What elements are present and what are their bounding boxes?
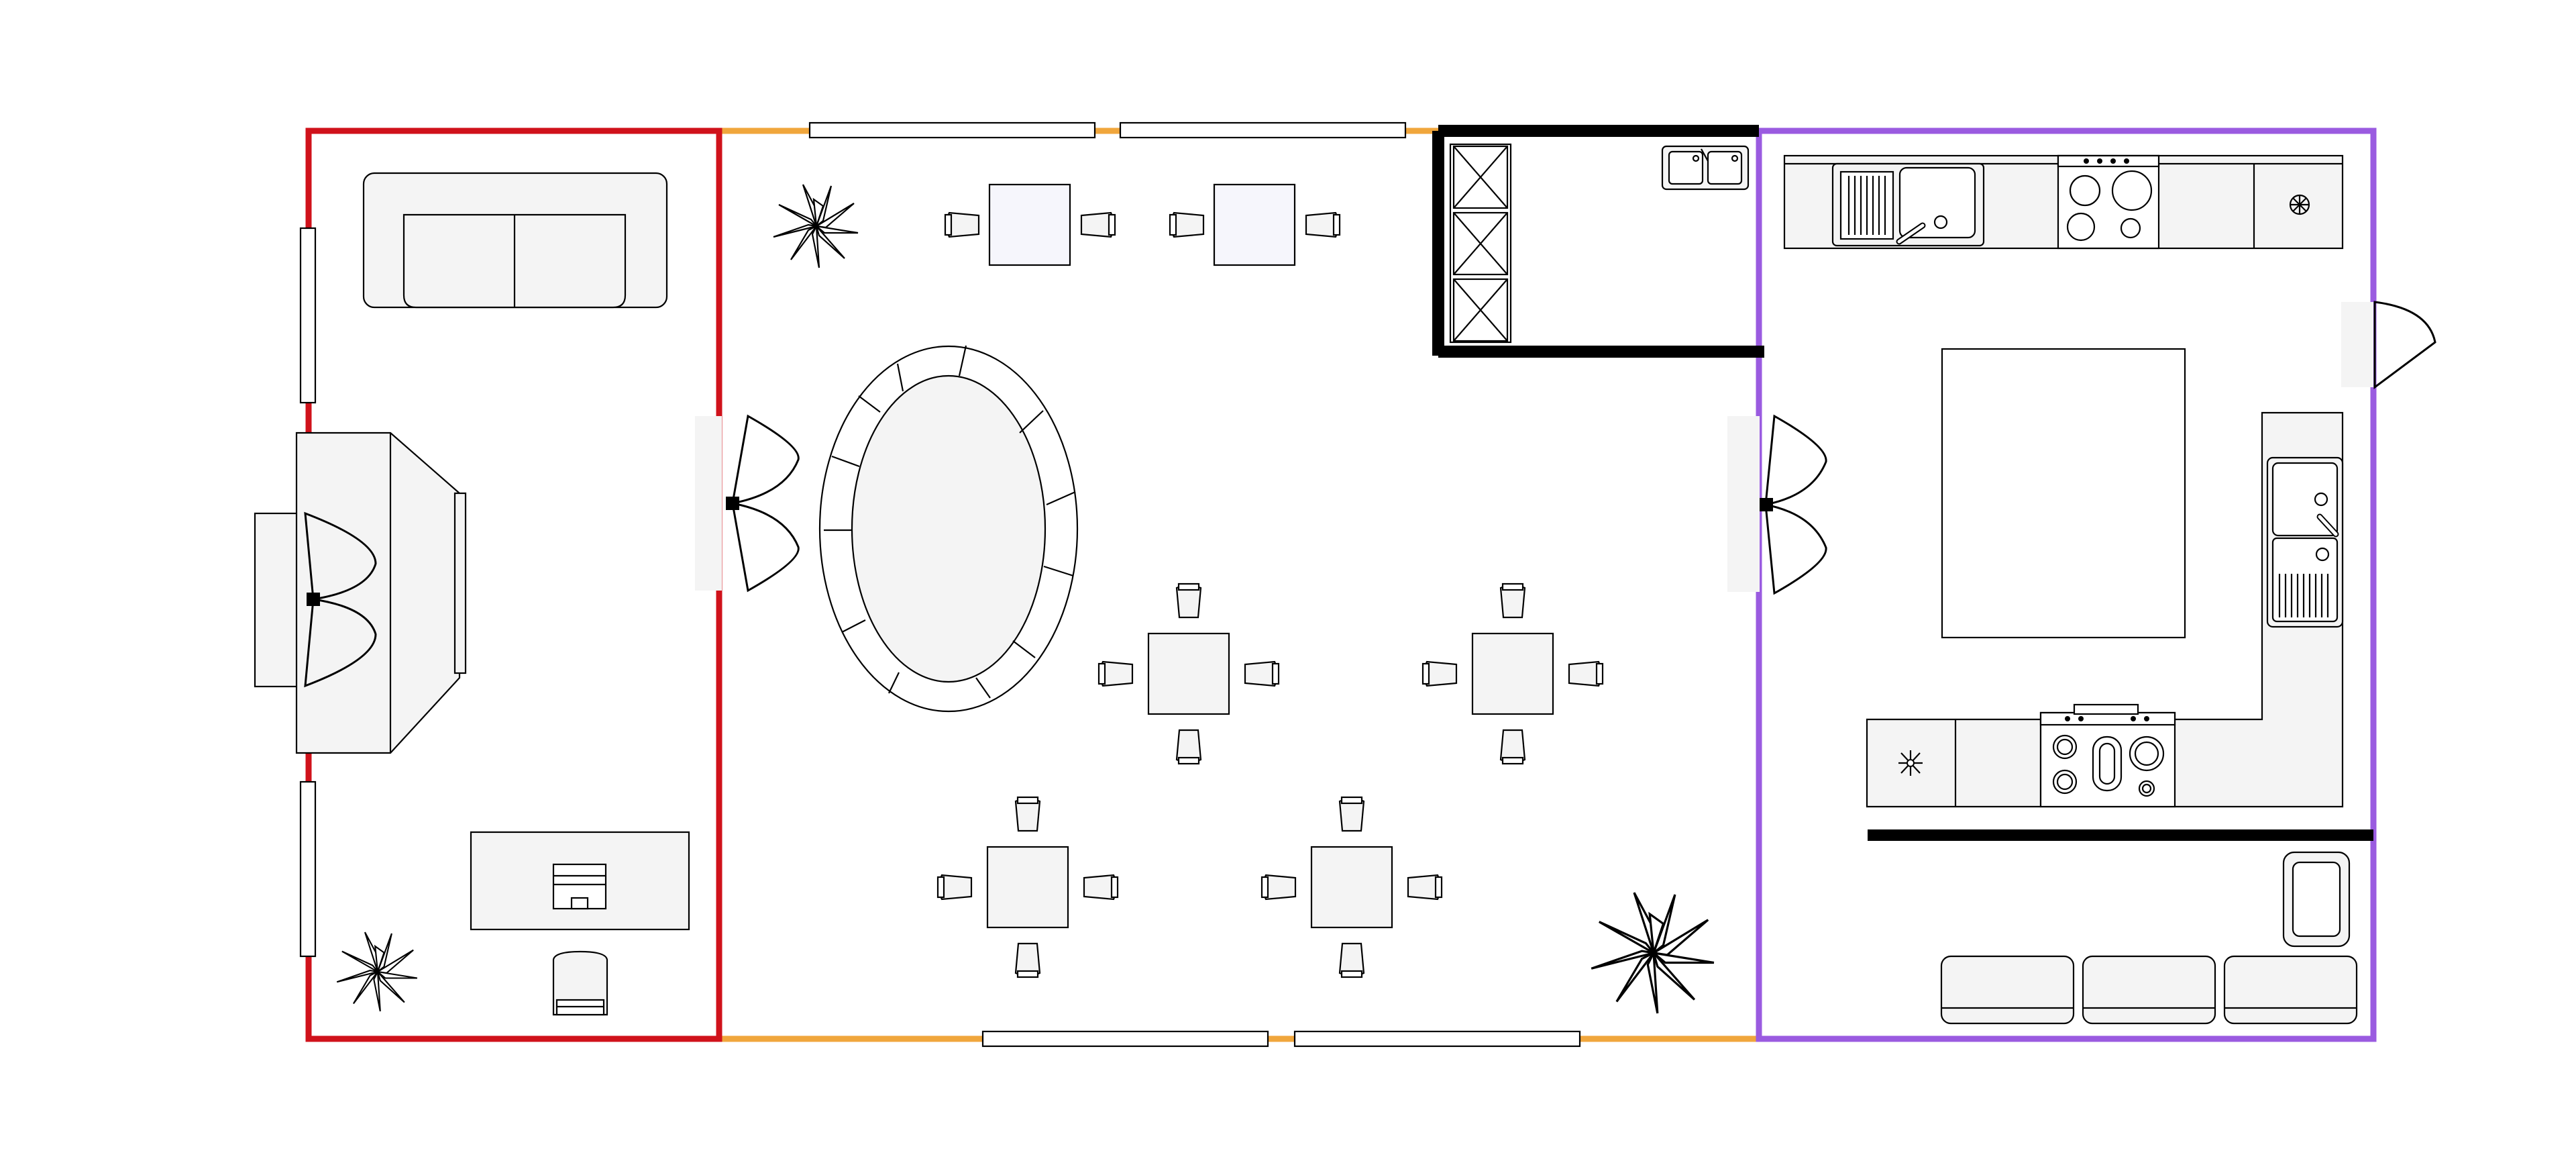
window-icon <box>808 121 1096 139</box>
windows <box>299 121 1581 1048</box>
double-door-icon <box>695 414 800 593</box>
bench-seat-icon <box>2223 955 2358 1025</box>
window-icon <box>299 227 317 404</box>
kitchen-partition-wall <box>1868 829 2373 841</box>
window-icon <box>1119 121 1407 139</box>
dining-room <box>772 183 1827 1015</box>
square-table-icon <box>938 797 1118 977</box>
bench-seat-icon <box>2082 955 2216 1025</box>
plant-icon <box>336 931 418 1012</box>
storage-room <box>1449 143 1750 344</box>
oval-table-icon <box>818 345 1079 713</box>
fireplace-icon <box>254 432 467 754</box>
sofa-icon <box>362 172 668 309</box>
armchair-icon <box>2282 851 2351 948</box>
square-table-icon <box>1169 183 1341 266</box>
storage-room-walls <box>1432 125 1764 358</box>
square-table-icon <box>1423 584 1603 764</box>
computer-icon <box>552 863 607 910</box>
sink-icon <box>1661 145 1750 191</box>
window-icon <box>299 780 317 958</box>
bench-seat-icon <box>1940 955 2075 1025</box>
double-door-icon <box>1727 414 1827 595</box>
cooktop-icon <box>2057 154 2160 250</box>
window-icon <box>1293 1030 1581 1048</box>
square-table-icon <box>1099 584 1279 764</box>
square-table-icon <box>1262 797 1442 977</box>
shelving-icon <box>1449 143 1512 344</box>
office-room <box>254 172 800 1016</box>
sink-icon <box>2266 456 2344 628</box>
sink-icon <box>1831 162 1985 247</box>
kitchen-island-icon <box>1941 348 2186 639</box>
fan-icon <box>2289 194 2310 215</box>
cooktop-icon <box>2039 703 2176 808</box>
plant-icon <box>772 183 859 269</box>
plant-icon <box>1590 891 1715 1015</box>
fan-icon <box>1898 750 1923 776</box>
single-door-icon <box>2341 301 2436 389</box>
double-door-icon <box>304 511 377 688</box>
office-chair-icon <box>552 950 608 1016</box>
window-icon <box>981 1030 1269 1048</box>
kitchen <box>1783 154 2436 1025</box>
square-table-icon <box>944 183 1116 266</box>
